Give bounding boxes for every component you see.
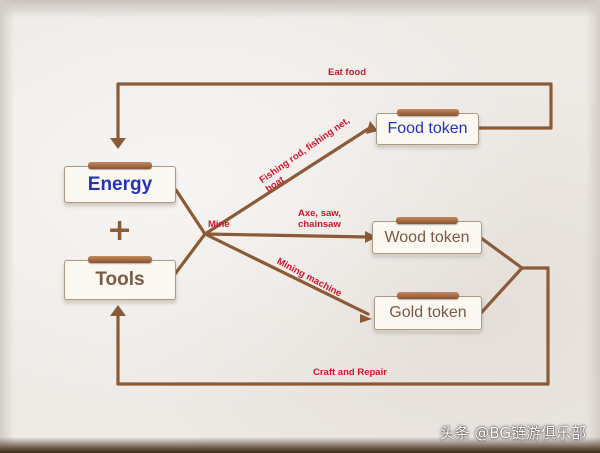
- arrowhead-tools: [110, 305, 126, 316]
- arrowhead-gold: [360, 314, 372, 323]
- wood-to-merge-connector: [479, 236, 524, 270]
- arrowhead-wood: [365, 231, 377, 243]
- gold-token-label: Gold token: [389, 304, 467, 321]
- top-edge-shadow: [0, 0, 600, 18]
- food-token-node-cap: [396, 109, 459, 116]
- food-token-node: Food token: [376, 109, 479, 145]
- mine-label: Mine: [208, 219, 230, 230]
- food-token-label: Food token: [387, 120, 468, 137]
- axe-saw-label-line-1: Axe, saw,: [298, 208, 341, 219]
- energy-to-mine-connector: [174, 188, 207, 236]
- plus-sign: +: [107, 213, 133, 248]
- tools-label: Tools: [95, 269, 145, 290]
- mine-to-wood-connector: [203, 232, 370, 239]
- mine-to-food-connector: [203, 127, 370, 236]
- gold-token-node: Gold token: [374, 292, 482, 330]
- energy-node: Energy: [64, 162, 176, 203]
- energy-label: Energy: [87, 173, 153, 195]
- tools-node-cap: [88, 256, 152, 263]
- eat-food-label: Eat food: [328, 67, 366, 78]
- wood-token-node: Wood token: [372, 217, 482, 254]
- gold-token-node-cap: [397, 292, 459, 299]
- left-edge-shadow: [0, 0, 14, 453]
- axe-saw-label: Axe, saw, chainsaw: [298, 208, 341, 230]
- right-edge-shadow: [586, 0, 600, 453]
- axe-saw-label-line-2: chainsaw: [298, 219, 341, 230]
- tools-node: Tools: [64, 256, 176, 300]
- arrowhead-food: [366, 121, 378, 134]
- craft-repair-connector: [116, 266, 550, 386]
- gold-to-merge-connector: [479, 266, 524, 315]
- craft-repair-label: Craft and Repair: [313, 367, 387, 378]
- energy-node-cap: [88, 162, 152, 169]
- bottom-edge-shadow: [0, 437, 600, 453]
- arrowhead-energy: [110, 138, 126, 149]
- watermark: 头条 @BG链游俱乐部: [439, 424, 586, 442]
- wood-token-node-cap: [396, 217, 458, 224]
- tools-to-mine-connector: [170, 232, 207, 280]
- wood-token-label: Wood token: [384, 228, 470, 246]
- eat-food-connector: [116, 82, 553, 142]
- mine-to-gold-connector: [203, 232, 370, 316]
